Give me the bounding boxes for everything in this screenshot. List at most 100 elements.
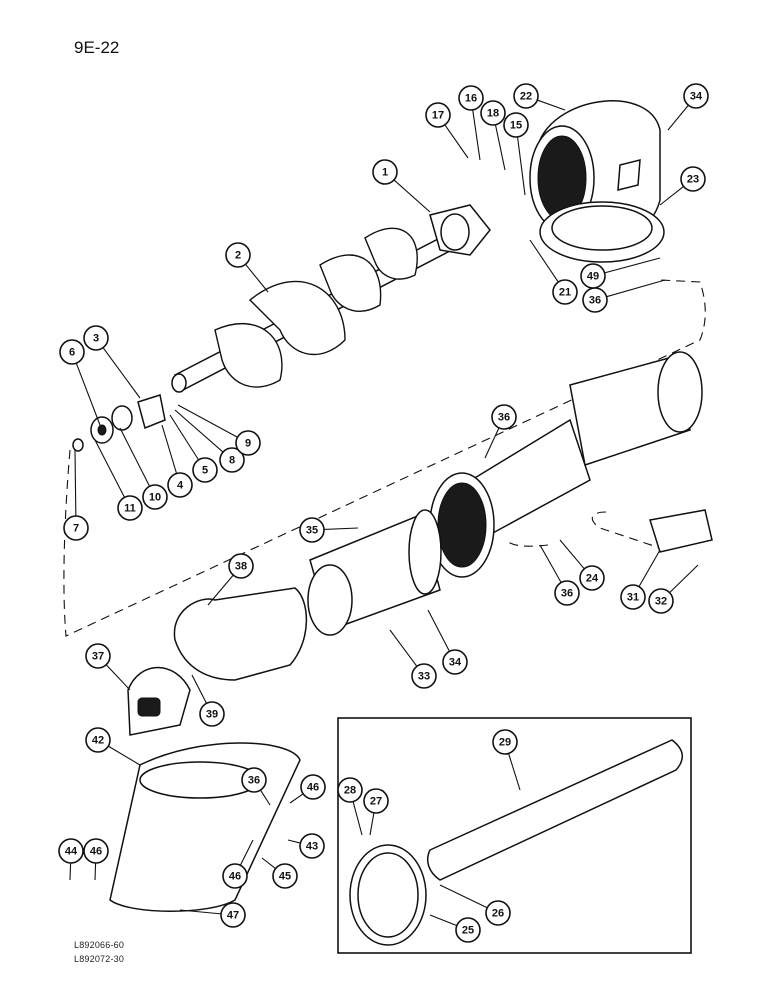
callout-circle [363, 788, 389, 814]
callout-circle [83, 325, 109, 351]
callout-39: 39 [191, 674, 225, 727]
leader-line [444, 124, 469, 159]
callout-circle [235, 430, 261, 456]
callout-5: 5 [169, 414, 218, 483]
callout-circle [491, 404, 517, 430]
callout-number: 34 [449, 657, 462, 669]
leader-line [74, 449, 77, 517]
callout-number: 22 [520, 91, 532, 103]
end-cap-part [127, 666, 191, 736]
leader-line [207, 574, 234, 606]
callout-18: 18 [480, 100, 506, 171]
callout-46: 46 [83, 838, 109, 881]
leader-line [105, 664, 131, 691]
callout-circle [683, 83, 709, 109]
callout-36: 36 [241, 767, 271, 806]
leader-line [174, 409, 224, 453]
callout-number: 38 [235, 561, 247, 573]
callout-number: 32 [655, 596, 667, 608]
callout-26: 26 [439, 884, 511, 926]
callout-33: 33 [389, 629, 437, 689]
leader-line [119, 427, 151, 487]
callout-number: 5 [202, 465, 208, 477]
callout-number: 7 [73, 523, 79, 535]
leader-line [669, 564, 699, 594]
leader-line [559, 539, 585, 570]
leader-line [177, 404, 238, 438]
callout-number: 46 [307, 782, 319, 794]
callout-22: 22 [513, 83, 566, 111]
callout-circle [299, 517, 325, 543]
callout-circle [58, 838, 84, 864]
leader-line [439, 884, 488, 909]
callout-circle [228, 553, 254, 579]
leader-line [484, 427, 500, 459]
callout-7: 7 [63, 449, 89, 541]
callout-42: 42 [85, 727, 141, 766]
callout-number: 6 [69, 347, 75, 359]
callout-circle [167, 472, 193, 498]
cover-half-part [173, 587, 308, 681]
callout-number: 36 [561, 588, 573, 600]
shield-plate-part [649, 509, 713, 553]
callout-number: 24 [586, 573, 599, 585]
callout-circle [580, 263, 606, 289]
leader-line [389, 629, 418, 667]
callout-27: 27 [363, 788, 389, 836]
leader-line [352, 801, 363, 836]
callout-circle [85, 727, 111, 753]
callout-circle [680, 166, 706, 192]
callout-number: 16 [465, 93, 477, 105]
callout-number: 29 [499, 737, 511, 749]
callout-circle [554, 580, 580, 606]
callout-circle [620, 584, 646, 610]
callout-circle [492, 729, 518, 755]
callout-9: 9 [177, 404, 261, 456]
callout-36: 36 [539, 544, 580, 606]
callout-circle [372, 159, 398, 185]
callout-number: 2 [235, 250, 241, 262]
callout-circle [513, 83, 539, 109]
callout-circle [552, 279, 578, 305]
leader-line [191, 674, 208, 704]
tube-section-part [429, 351, 703, 578]
callout-23: 23 [659, 166, 706, 206]
group-outline [63, 279, 706, 637]
callout-47: 47 [179, 902, 246, 928]
callout-number: 44 [65, 846, 78, 858]
drawing-ref-number: L892066-60 [74, 940, 125, 950]
callout-number: 35 [306, 525, 318, 537]
leader-line [508, 753, 521, 791]
leader-line [94, 439, 125, 498]
callout-number: 25 [462, 925, 474, 937]
callout-circle [648, 588, 674, 614]
leader-line [427, 609, 450, 652]
leader-line [239, 839, 254, 866]
callout-circle [455, 917, 481, 943]
leader-line [472, 109, 481, 161]
callout-46: 46 [222, 839, 254, 889]
callout-number: 21 [559, 287, 571, 299]
leader-line [179, 909, 222, 915]
leader-line [369, 812, 375, 836]
leader-line [75, 363, 101, 426]
inset-box [337, 717, 692, 954]
leader-line [529, 239, 559, 283]
callout-25: 25 [429, 914, 481, 943]
callout-circle [63, 515, 89, 541]
clamp-band-part [349, 844, 427, 946]
bearing-assembly-part [72, 394, 166, 452]
callout-circle [503, 112, 529, 138]
flange-ring-part [539, 201, 665, 263]
callout-number: 33 [418, 671, 430, 683]
callout-circle [219, 447, 245, 473]
callout-2: 2 [225, 242, 269, 293]
callout-number: 46 [229, 871, 241, 883]
callout-17: 17 [425, 102, 469, 159]
callout-number: 47 [227, 910, 239, 922]
leader-line [516, 136, 526, 196]
callout-number: 31 [627, 592, 639, 604]
callout-number: 36 [589, 295, 601, 307]
leader-line [289, 793, 304, 804]
